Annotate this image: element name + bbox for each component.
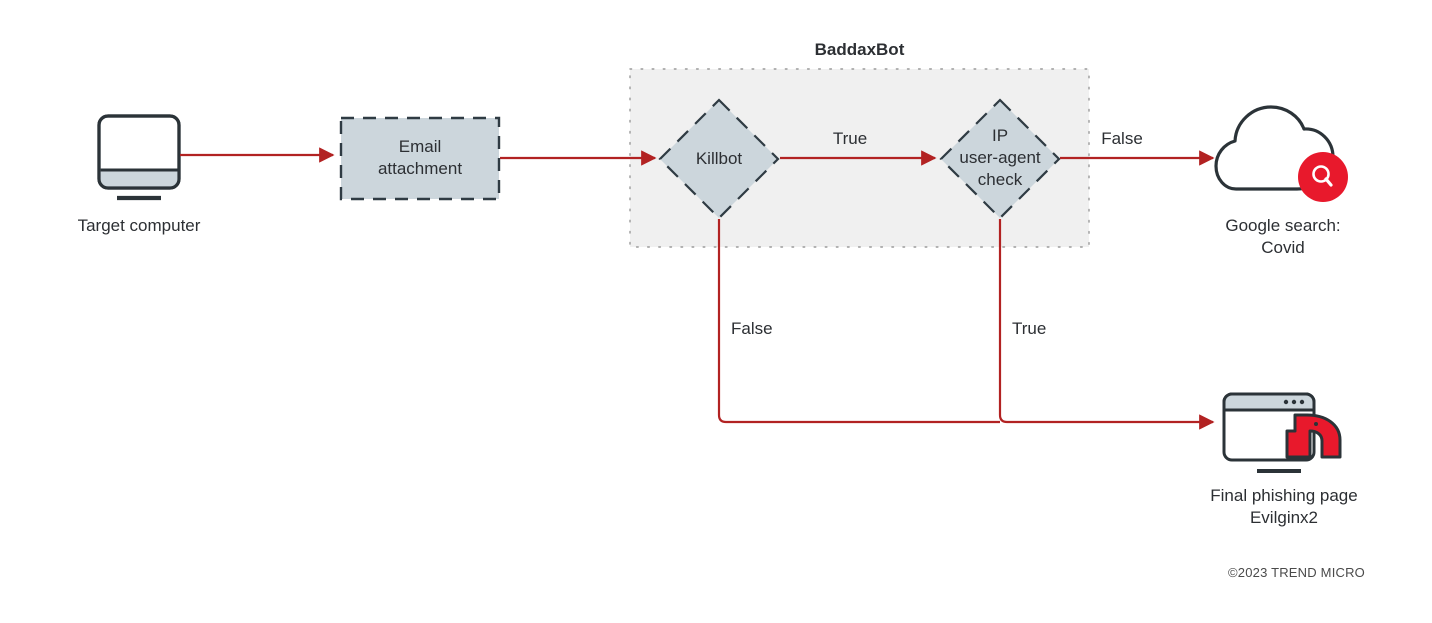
email-attachment-box [339, 116, 501, 201]
email-attachment-label: Email attachment [341, 136, 499, 180]
target-computer-caption: Target computer [77, 216, 201, 235]
email-attachment-label-line1: Email [398, 137, 442, 156]
copyright-notice: ©2023 TREND MICRO [1228, 565, 1365, 580]
edge-label-false-killbot-down: False [731, 319, 773, 338]
browser-trojan-icon [1222, 392, 1342, 473]
email-attachment-label-line2: attachment [377, 159, 463, 179]
final-phishing-page-caption-line2: Evilginx2 [1249, 508, 1319, 528]
edge-ipcheck-true-down [998, 219, 1215, 430]
killbot-label: Killbot [660, 148, 778, 170]
edge-label-true-ipcheck-down: True [1012, 319, 1047, 338]
ip-check-label: IP user-agent check [935, 125, 1065, 191]
google-search-caption: Google search: Covid [1183, 215, 1383, 259]
cloud-search-icon [1214, 105, 1348, 202]
ip-check-label-line2: user-agent [959, 148, 1041, 168]
final-phishing-page-caption: Final phishing page Evilginx2 [1178, 485, 1390, 529]
killbot-label-line1: Killbot [695, 149, 743, 168]
edge-killbot-false-down [717, 219, 1000, 424]
killbot-decision-shape [658, 98, 780, 220]
baddaxbot-group-title: BaddaxBot [814, 40, 905, 59]
google-search-caption-line2: Covid [1261, 238, 1305, 258]
computer-icon [97, 114, 181, 201]
google-search-caption-line1: Google search: [1225, 216, 1341, 235]
edge-label-true-killbot-to-ipcheck: True [832, 129, 868, 148]
edge-label-false-ipcheck-to-cloud: False [1101, 129, 1143, 148]
ip-check-decision-shape [939, 98, 1061, 220]
ip-check-label-line1: IP [991, 126, 1009, 145]
ip-check-label-line3: check [977, 170, 1023, 190]
final-phishing-page-caption-line1: Final phishing page [1210, 486, 1358, 505]
